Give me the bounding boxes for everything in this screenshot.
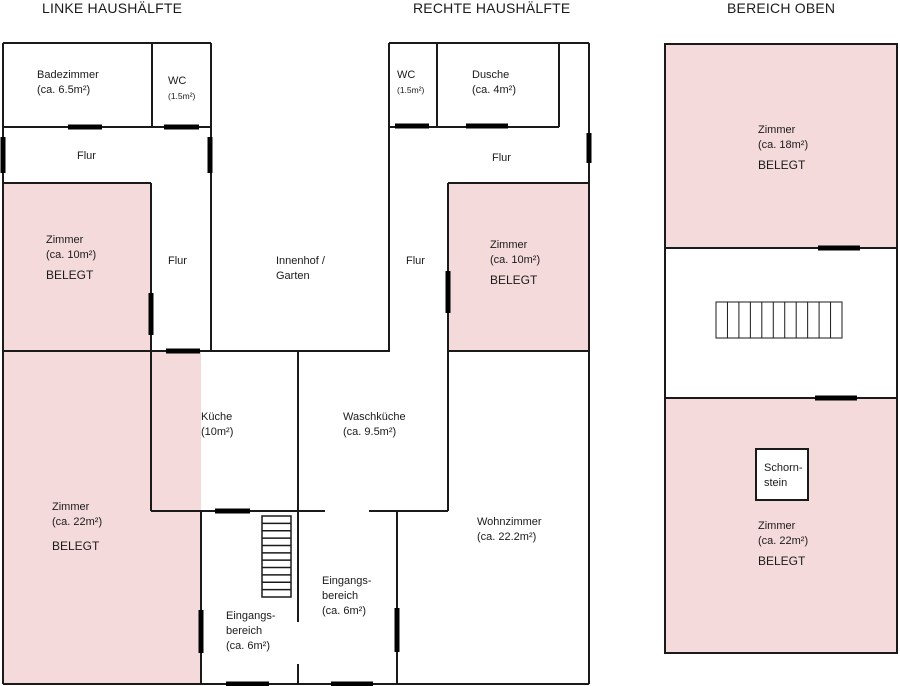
room-flur-left-top: Flur [77, 150, 96, 162]
room-zimmer-right-small: Zimmer (ca. 10m²) BELEGT [490, 238, 540, 288]
room-name: Zimmer [490, 239, 528, 251]
room-name: Schorn- [764, 462, 803, 474]
doors [0, 123, 860, 686]
room-area: (ca. 22.2m²) [477, 531, 537, 543]
room-upper-zimmer-top: Zimmer (ca. 18m²) BELEGT [758, 123, 808, 173]
room-name: Küche [201, 411, 233, 423]
room-area: (1.5m²) [168, 91, 196, 101]
room-name: Dusche [472, 69, 510, 81]
room-waschkueche: Waschküche (ca. 9.5m²) [343, 410, 406, 440]
room-wohnzimmer: Wohnzimmer (ca. 22.2m²) [477, 515, 542, 545]
room-wc-left: WC (1.5m²) [168, 74, 195, 104]
room-area: (ca. 9.5m²) [343, 426, 397, 438]
upper-zimmer-top-fill [665, 44, 897, 248]
room-name-2: stein [764, 477, 788, 489]
section-title-left: LINKE HAUSHÄLFTE [42, 0, 183, 16]
stairs-upper [715, 301, 843, 339]
room-kueche: Küche (10m²) [201, 410, 233, 440]
zimmer-right-small-fill [448, 183, 590, 351]
room-name: WC [397, 69, 416, 81]
room-flur-right-mid: Flur [406, 255, 425, 267]
room-schornstein: Schorn- stein [764, 461, 803, 491]
room-name-2: Garten [276, 270, 310, 282]
occupied-status: BELEGT [758, 158, 806, 172]
upper-zimmer-bottom-fill [665, 398, 897, 653]
room-flur-left-mid: Flur [168, 255, 187, 267]
room-eingang-right: Eingangs- bereich (ca. 6m²) [322, 574, 372, 619]
chimney-box [755, 448, 809, 501]
occupied-status: BELEGT [758, 554, 806, 568]
room-flur-right-top: Flur [492, 152, 511, 164]
room-area: (ca. 4m²) [472, 84, 516, 96]
occupied-status: BELEGT [490, 273, 538, 287]
room-name: Zimmer [758, 520, 796, 532]
room-name: Waschküche [343, 411, 406, 423]
room-name: Badezimmer [37, 69, 99, 81]
room-name: Zimmer [46, 234, 84, 246]
room-area: (ca. 22m²) [758, 535, 809, 547]
room-badezimmer: Badezimmer (ca. 6.5m²) [37, 68, 99, 98]
room-innenhof: Innenhof / Garten [276, 254, 325, 284]
room-dusche: Dusche (ca. 4m²) [472, 68, 516, 98]
occupied-status: BELEGT [52, 539, 100, 553]
room-area: (10m²) [201, 426, 234, 438]
room-eingang-left: Eingangs- bereich (ca. 6m²) [226, 609, 276, 654]
stairs-outline [715, 301, 843, 339]
stairs-ground [261, 515, 292, 598]
section-title-upper: BEREICH OBEN [727, 0, 836, 16]
room-area: (ca. 10m²) [46, 249, 97, 261]
room-name: Eingangs- [226, 610, 276, 622]
room-name: WC [168, 75, 187, 87]
room-area: (ca. 18m²) [758, 139, 809, 151]
room-area: (ca. 22m²) [52, 516, 103, 528]
occupied-status: BELEGT [46, 268, 94, 282]
room-name: Innenhof / [276, 255, 325, 267]
stairs-outline [261, 515, 292, 598]
room-upper-zimmer-bottom: Zimmer (ca. 22m²) BELEGT [758, 519, 808, 569]
room-name-2: bereich [322, 590, 359, 602]
room-area: (ca. 10m²) [490, 254, 541, 266]
room-zimmer-left-large: Zimmer (ca. 22m²) BELEGT [52, 500, 102, 554]
section-title-right: RECHTE HAUSHÄLFTE [413, 0, 571, 16]
room-name-2: bereich [226, 625, 263, 637]
room-area: (ca. 6m²) [322, 605, 366, 617]
room-name: Wohnzimmer [477, 516, 542, 528]
room-wc-right: WC (1.5m²) [397, 68, 424, 98]
room-name: Zimmer [52, 501, 90, 513]
zimmer-left-small-fill [3, 183, 151, 351]
room-area: (ca. 6.5m²) [37, 84, 91, 96]
room-name: Zimmer [758, 124, 796, 136]
room-name: Eingangs- [322, 575, 372, 587]
room-area: (ca. 6m²) [226, 640, 270, 652]
room-zimmer-left-small: Zimmer (ca. 10m²) BELEGT [46, 233, 96, 283]
zimmer-left-large-fill-upper [3, 351, 151, 511]
room-area: (1.5m²) [397, 85, 425, 95]
